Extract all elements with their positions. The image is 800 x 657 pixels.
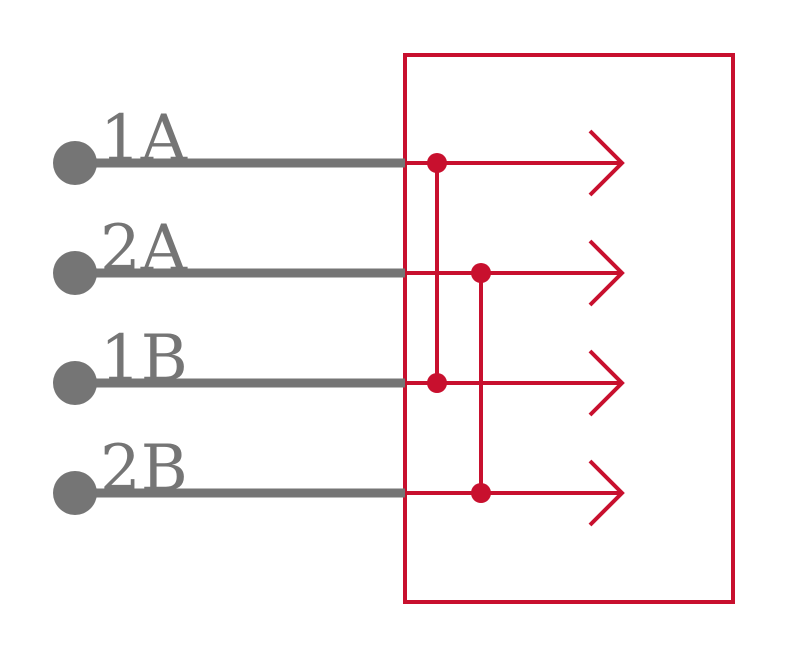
pin-1A[interactable]: 1A: [53, 102, 405, 185]
pin-label: 1A: [100, 102, 188, 176]
junction-dot-icon: [471, 263, 491, 283]
junction-dot-icon: [427, 373, 447, 393]
pin-label: 1B: [100, 322, 188, 396]
junction-dot-icon: [471, 483, 491, 503]
pin-2A[interactable]: 2A: [53, 212, 405, 295]
junction-dot-icon: [427, 153, 447, 173]
arrow-right-icon: [588, 129, 625, 197]
component-body: [403, 53, 735, 604]
arrow-right-icon: [588, 459, 625, 527]
pin-label: 2B: [100, 432, 188, 506]
pin-label: 2A: [100, 212, 188, 286]
pin-terminal-dot-icon: [53, 251, 97, 295]
arrow-right-icon: [588, 239, 625, 307]
pin-terminal-dot-icon: [53, 471, 97, 515]
pin-terminal-dot-icon: [53, 361, 97, 405]
arrow-right-icon: [588, 349, 625, 417]
pin-terminal-dot-icon: [53, 141, 97, 185]
pin-1B[interactable]: 1B: [53, 322, 405, 405]
pin-2B[interactable]: 2B: [53, 432, 405, 515]
